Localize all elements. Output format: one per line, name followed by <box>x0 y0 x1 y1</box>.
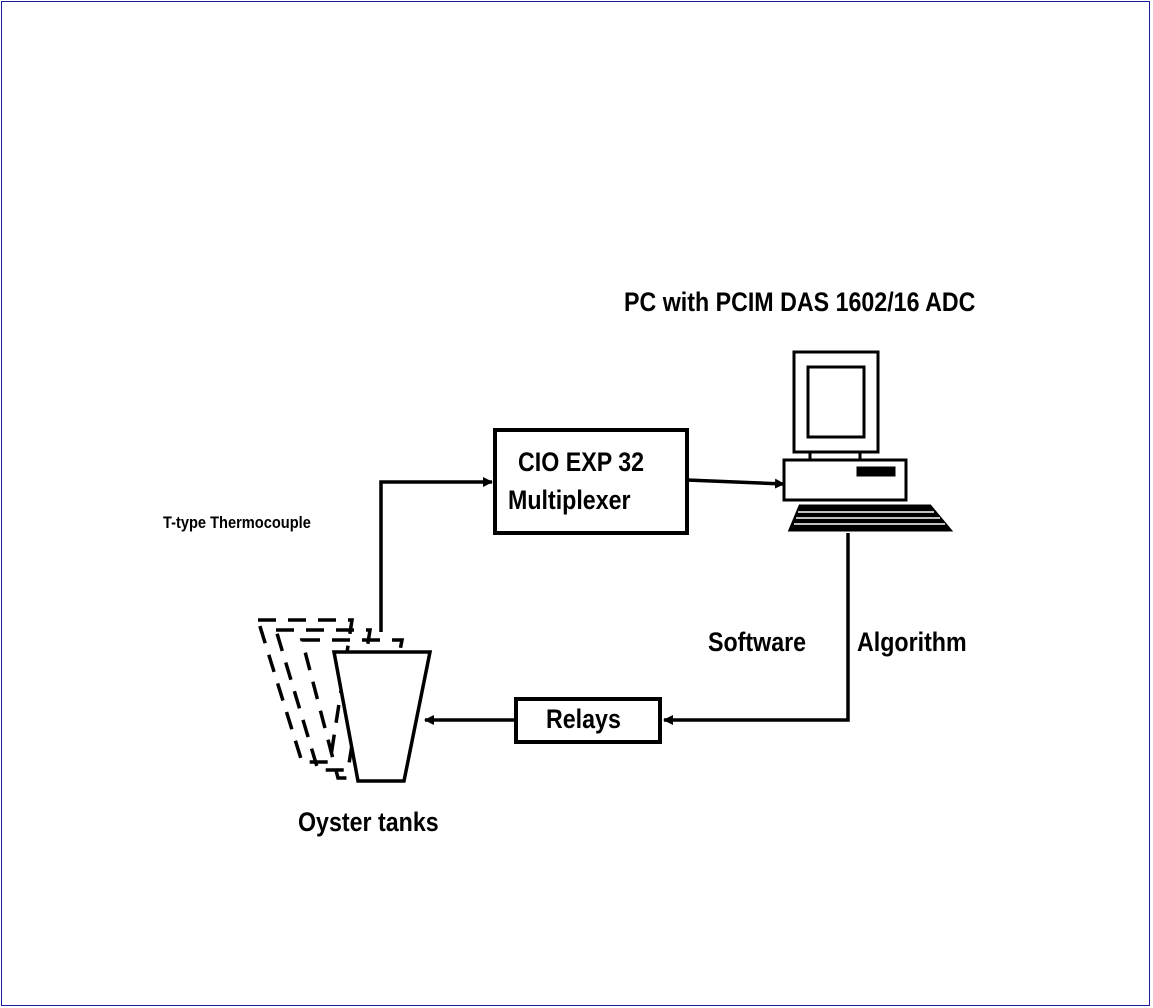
software-label: Software <box>708 627 807 657</box>
tank-back-3 <box>255 618 355 764</box>
tank-front <box>331 650 433 783</box>
oyster-tanks <box>255 618 433 783</box>
pc-label: PC with PCIM DAS 1602/16 ADC <box>624 287 976 317</box>
thermocouple-line <box>379 477 493 632</box>
computer-icon <box>782 350 954 532</box>
mux-to-pc-arrow <box>686 478 785 489</box>
multiplexer-label-line1: CIO EXP 32 <box>518 447 645 477</box>
multiplexer-box <box>493 428 689 535</box>
tank-back-2 <box>273 628 373 772</box>
algorithm-label: Algorithm <box>857 627 967 657</box>
thermocouple-label: T-type Thermocouple <box>163 513 311 532</box>
oyster-tanks-label: Oyster tanks <box>298 807 439 837</box>
relays-label: Relays <box>546 704 621 734</box>
multiplexer-label-line2: Multiplexer <box>508 485 631 515</box>
pc-to-relays-arrow <box>663 533 850 725</box>
